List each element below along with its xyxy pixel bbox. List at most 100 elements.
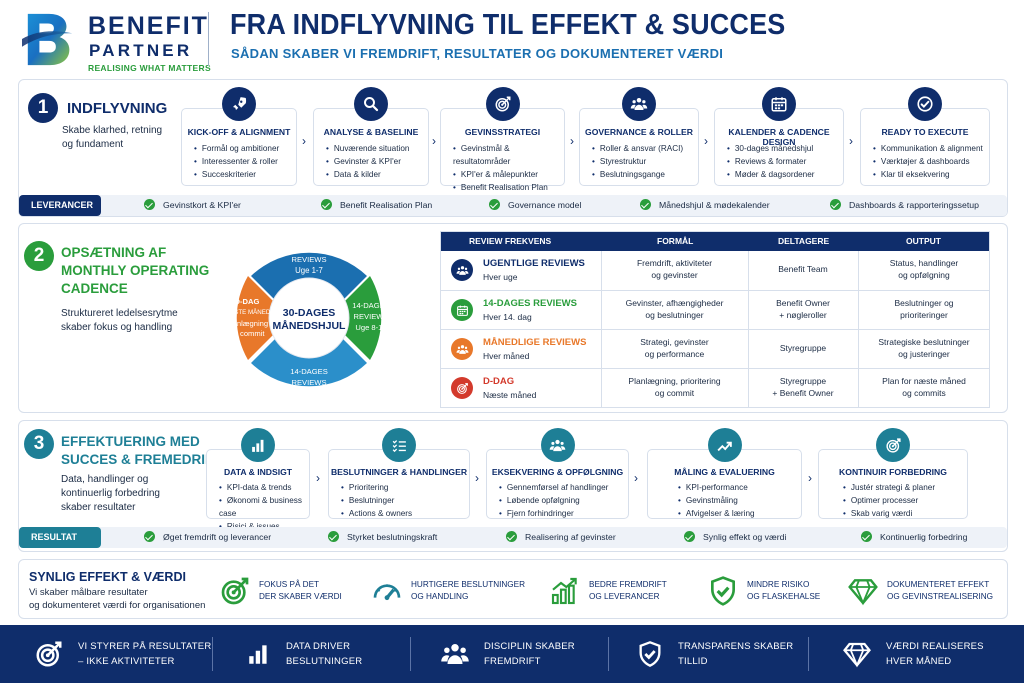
target-icon (219, 575, 251, 607)
footer-divider (212, 637, 213, 671)
wheel-left-line2: NÆSTE MÅNED (224, 309, 271, 316)
step-title: READY TO EXECUTE (881, 127, 969, 137)
review-name: UGENTLIGE REVIEWS (483, 258, 585, 269)
wheel-top-line2: REVIEWS (291, 255, 326, 264)
arrow-icon: › (849, 134, 853, 148)
step-list: Kommunikation & alignmentVærktøjer & das… (873, 142, 983, 181)
arrow-icon: › (316, 471, 320, 485)
gauge-icon (371, 575, 403, 607)
people-icon (451, 259, 473, 281)
footer-divider (608, 637, 609, 671)
wheel-right-line1: 14-DAGES (352, 301, 390, 310)
people-icon (440, 639, 470, 669)
footer-bar: VI STYRER PÅ RESULTATER– IKKE AKTIVITETE… (0, 625, 1024, 683)
target-icon (34, 639, 64, 669)
step-list: Nuværende situationGevinster & KPI'erDat… (326, 142, 410, 181)
arrow-icon: › (432, 134, 436, 148)
step-kickoff-alignment: KICK-OFF & ALIGNMENT Formål og ambitione… (181, 87, 297, 186)
people-icon (622, 87, 656, 121)
wheel-right-line3: Uge 8-14 (355, 323, 386, 332)
review-frequency: Næste måned (483, 390, 537, 400)
step-title: BESLUTNINGER & HANDLINGER (330, 467, 468, 477)
rocket-icon (222, 87, 256, 121)
check-icon (830, 199, 841, 210)
check-icon (144, 199, 155, 210)
review-frequency: Hver måned (483, 351, 530, 361)
table-row: 14-DAGES REVIEWS Hver 14. dag Gevinster,… (441, 290, 989, 329)
check-icon (861, 531, 872, 542)
magnifier-icon (354, 87, 388, 121)
check-icon (684, 531, 695, 542)
deliverable-item: Governance model (489, 199, 581, 210)
trend-icon (707, 428, 742, 462)
step-analyse-baseline: ANALYSE & BASELINE Nuværende situationGe… (313, 87, 429, 186)
wheel-left-line3: Planlægning (226, 319, 268, 328)
check-icon (640, 199, 651, 210)
result-item: Kontinuerlig forbedring (861, 531, 967, 542)
section-3-number: 3 (24, 429, 54, 459)
th-deltagere: DELTAGERE (778, 236, 830, 246)
calendar-icon (762, 87, 796, 121)
wheel-segment-14d-right (336, 276, 382, 360)
deliverables-label: LEVERANCER (19, 195, 101, 216)
step-beslutninger-handlinger: BESLUTNINGER & HANDLINGER PrioriteringBe… (328, 428, 470, 519)
arrow-icon: › (302, 134, 306, 148)
review-name: D-DAG (483, 376, 515, 387)
target-icon (876, 428, 910, 462)
bar-chart-icon (241, 428, 275, 462)
target-icon (485, 87, 520, 121)
step-title: KONTINUIR FORBEDRING (839, 467, 947, 477)
step-title: DATA & INDSIGT (223, 467, 293, 477)
section-1-number: 1 (28, 93, 58, 123)
table-divider (748, 251, 749, 408)
review-name: MÅNEDLIGE REVIEWS (483, 337, 587, 348)
table-header: REVIEW FREKVENS FORMÅL DELTAGERE OUTPUT (441, 232, 989, 251)
shield-icon (636, 640, 664, 668)
review-frequency: Hver uge (483, 272, 518, 282)
step-list: Formål og ambitionerInteressenter & roll… (194, 142, 279, 181)
table-row: UGENTLIGE REVIEWS Hver uge Fremdrift, ak… (441, 251, 989, 290)
deliverable-item: Dashboards & rapporteringssetup (830, 199, 979, 210)
check-icon (489, 199, 500, 210)
step-kalender-cadence: KALENDER & CADENCE DESIGN 30-dages måned… (714, 87, 844, 186)
diamond-icon (842, 639, 872, 669)
table-divider (601, 251, 602, 408)
step-ready-to-execute: READY TO EXECUTE Kommunikation & alignme… (860, 87, 990, 186)
check-circle-icon (908, 87, 942, 121)
growth-chart-icon (549, 575, 581, 607)
deliverable-item: Gevinstkort & KPI'er (144, 199, 241, 210)
wheel-top-line3: Uge 1-7 (295, 266, 323, 275)
result-label: RESULTAT (19, 527, 101, 548)
footer-divider (808, 637, 809, 671)
footer-item: VI STYRER PÅ RESULTATER– IKKE AKTIVITETE… (34, 634, 211, 674)
logo-wordmark-partner: PARTNER (89, 41, 193, 60)
diamond-icon (847, 575, 879, 607)
check-icon (321, 199, 332, 210)
wheel-right-line2: REVIEWS (353, 312, 388, 321)
result-item: Øget fremdrift og leverancer (144, 531, 271, 542)
deliverable-item: Benefit Realisation Plan (321, 199, 432, 210)
shield-icon (707, 575, 739, 607)
result-item: Synlig effekt og værdi (684, 531, 786, 542)
logo-wordmark-benefit: BENEFIT (88, 12, 209, 40)
arrow-icon: › (808, 471, 812, 485)
step-list: Gevinstmål & resultatområderKPI'er & mål… (453, 142, 564, 194)
wheel-left-line4: og commit (229, 329, 265, 338)
